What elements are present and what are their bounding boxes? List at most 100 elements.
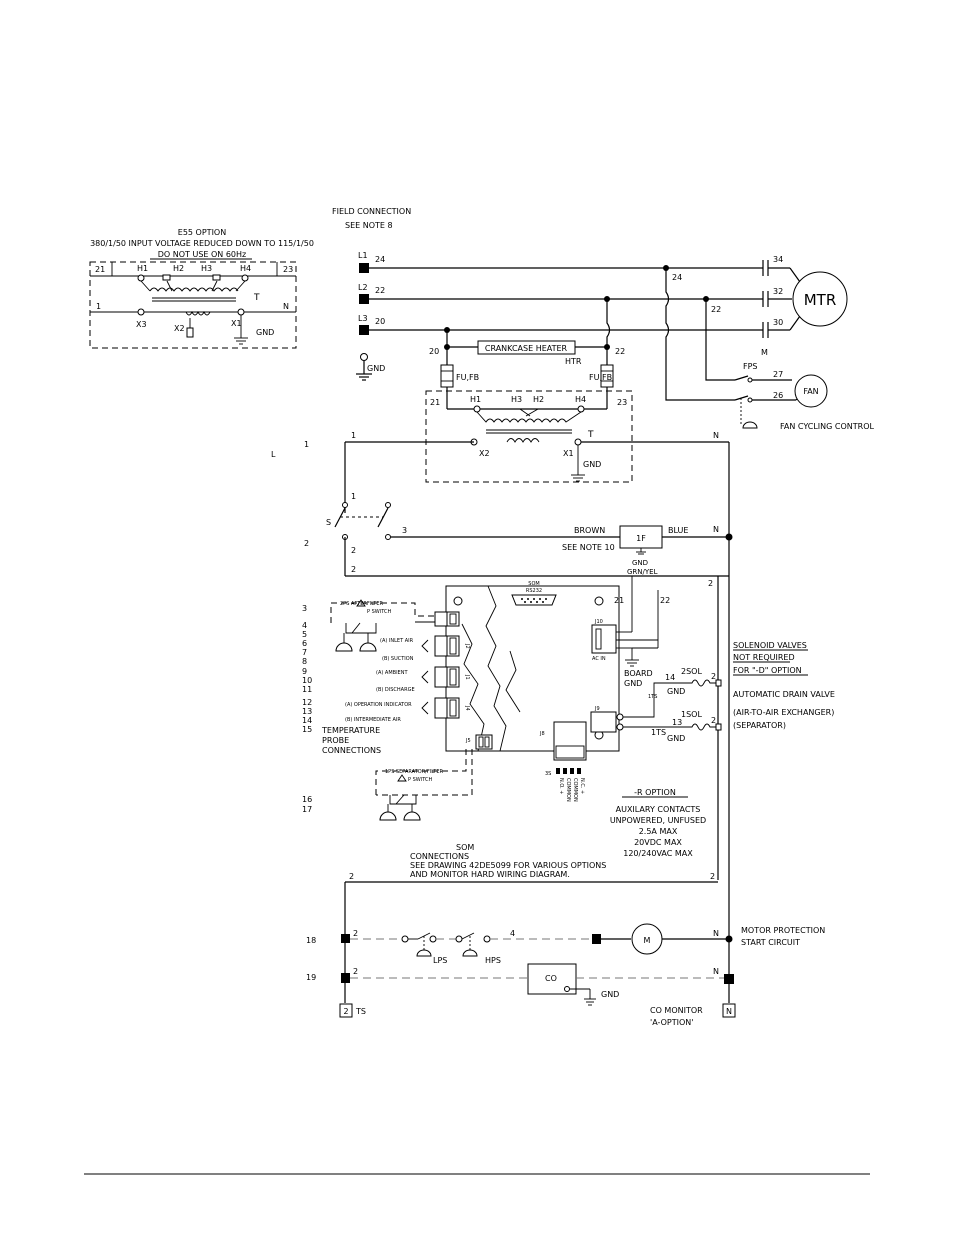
j8-pin-label: COMMON	[565, 778, 571, 802]
r-option-line-3: 2.5A MAX	[639, 827, 678, 836]
solenoid-wire-13: 13	[672, 718, 682, 727]
2ps-afterfilter-label: 2PS AFTERFILTER	[340, 601, 384, 607]
motor-wire-24: 24	[672, 273, 682, 282]
e55-x3: X3	[136, 320, 147, 329]
wire-20: 20	[375, 317, 385, 326]
j5-label: J5	[465, 738, 471, 744]
row-number: 12	[302, 698, 312, 707]
j8-pin-label: N.C. +	[579, 778, 585, 794]
som-connections-drawing-note: SEE DRAWING 42DE5099 FOR VARIOUS OPTIONS	[410, 861, 606, 870]
e55-h2: H2	[173, 264, 184, 273]
wire-22: 22	[375, 286, 385, 295]
som-wire-2-right: 2	[710, 872, 715, 881]
start-circuit-label: START CIRCUIT	[741, 938, 800, 947]
e55-h3: H3	[201, 264, 212, 273]
som-title: SOM	[528, 581, 539, 587]
e55-secondary-coil	[185, 310, 211, 316]
e55-wire-1: 1	[96, 302, 101, 311]
e55-terminal-21: 21	[95, 265, 105, 274]
line-l2: L2	[358, 283, 368, 292]
line-l3: L3	[358, 314, 368, 323]
e55-voltage-note: 380/1/50 INPUT VOLTAGE REDUCED DOWN TO 1…	[90, 239, 314, 248]
e55-terminal-23: 23	[283, 265, 293, 274]
co-label: CO	[545, 974, 557, 983]
row-number: 4	[302, 621, 307, 630]
e55-primary-coil	[149, 287, 239, 292]
ts-label: TS	[355, 1007, 366, 1016]
motor-m: M	[761, 348, 768, 357]
temperature-label: TEMPERATURE	[321, 726, 380, 735]
wire-brown: BROWN	[574, 526, 605, 535]
solenoid-wire-2a: 2	[711, 672, 716, 681]
rs232-label: RS232	[526, 588, 542, 594]
a-option-label: 'A-OPTION'	[650, 1018, 693, 1027]
motor-protection-circuit: 2 LPS HPS 4 M N MOTOR PROTECTION START C…	[341, 923, 825, 965]
htr-label: HTR	[565, 357, 582, 366]
solenoid-wire-14: 14	[665, 673, 675, 682]
xfmr-secondary-coil	[506, 438, 540, 443]
e55-gnd: GND	[256, 328, 274, 337]
co-monitor-label: CO MONITOR	[650, 1006, 703, 1015]
e55-wire-n: N	[283, 302, 289, 311]
xfmr-primary-coil	[476, 411, 582, 423]
solenoid-valves: SOLENOID VALVES NOT REQUIRED FOR "-D" OP…	[623, 641, 835, 743]
power-lines: L1 L2 L3 24 22 20 GND	[356, 251, 763, 381]
som-board-outline	[445, 585, 620, 752]
som-wire-22: 22	[660, 596, 670, 605]
j2-label: J2	[464, 643, 470, 649]
som-connections-subtitle: CONNECTIONS	[410, 852, 469, 861]
r-option: -R OPTION AUXILARY CONTACTS UNPOWERED, U…	[610, 788, 706, 858]
wire-1-top: 1	[351, 431, 356, 440]
fuse-left-label: FU,FB	[456, 373, 479, 382]
wire-2-main: 2	[351, 565, 356, 574]
fan-terminal-27: 27	[773, 370, 783, 379]
see-note-10: SEE NOTE 10	[562, 543, 615, 552]
connections-label: CONNECTIONS	[322, 746, 381, 755]
xfmr-h2: H2	[533, 395, 544, 404]
j1-label: J1	[464, 674, 470, 680]
terminal-30: 30	[773, 318, 783, 327]
row-number: 17	[302, 805, 312, 814]
motor-protection-label: MOTOR PROTECTION	[741, 926, 825, 935]
j4-label: J4	[464, 705, 470, 711]
2sol-label: 2SOL	[681, 667, 702, 676]
n-terminal-label: N	[726, 1007, 732, 1016]
som-wire-21: 21	[614, 596, 624, 605]
j8-pin-label: COMMON	[572, 778, 578, 802]
lps-label: LPS	[433, 956, 447, 965]
ac-in-label: AC IN	[592, 656, 606, 662]
j4-terminal-block	[446, 697, 460, 719]
xfmr-dashed-box	[425, 390, 633, 483]
field-connection-label: FIELD CONNECTION	[332, 207, 411, 216]
control-transformer: 21 23 H1 H3 H2 H4 T X2 X1 GND	[425, 387, 633, 483]
motor-wire-22: 22	[711, 305, 721, 314]
row-number: 8	[302, 657, 307, 666]
row-number: 9	[302, 667, 307, 676]
fps-label: FPS	[743, 362, 758, 371]
crankcase-heater-box	[477, 340, 576, 355]
fan-cycling-control: FAN CYCLING CONTROL	[780, 422, 875, 431]
solenoid-gnd-lower: GND	[667, 734, 685, 743]
solenoid-note-3: FOR "-D" OPTION	[733, 666, 802, 675]
1ts-upper-label: 1TS	[648, 694, 657, 700]
co-wire-2: 2	[353, 967, 358, 976]
xfmr-t: T	[587, 430, 594, 440]
ts-terminal-number: 2	[343, 1007, 348, 1016]
wire-3: 3	[402, 526, 407, 535]
r-option-title: -R OPTION	[634, 788, 676, 797]
co-monitor-box	[527, 963, 577, 995]
suction-label: (B) SUCTION	[382, 656, 414, 662]
row-number: 18	[306, 936, 316, 945]
xfmr-gnd: GND	[583, 460, 601, 469]
e55-title: E55 OPTION	[178, 228, 226, 237]
l1-terminal	[359, 263, 369, 273]
motor-contactor: 34 32 30 MTR M 24 22	[444, 255, 848, 401]
xfmr-x2: X2	[479, 449, 490, 458]
switch-s-label: S	[326, 518, 331, 527]
field-gnd: GND	[367, 364, 385, 373]
wire-n-top: N	[713, 431, 719, 440]
separator-label: (SEPARATOR)	[733, 721, 786, 730]
ambient-label: (A) AMBIENT	[376, 670, 408, 676]
row-number: 2	[304, 539, 309, 548]
e55-h1: H1	[137, 264, 148, 273]
